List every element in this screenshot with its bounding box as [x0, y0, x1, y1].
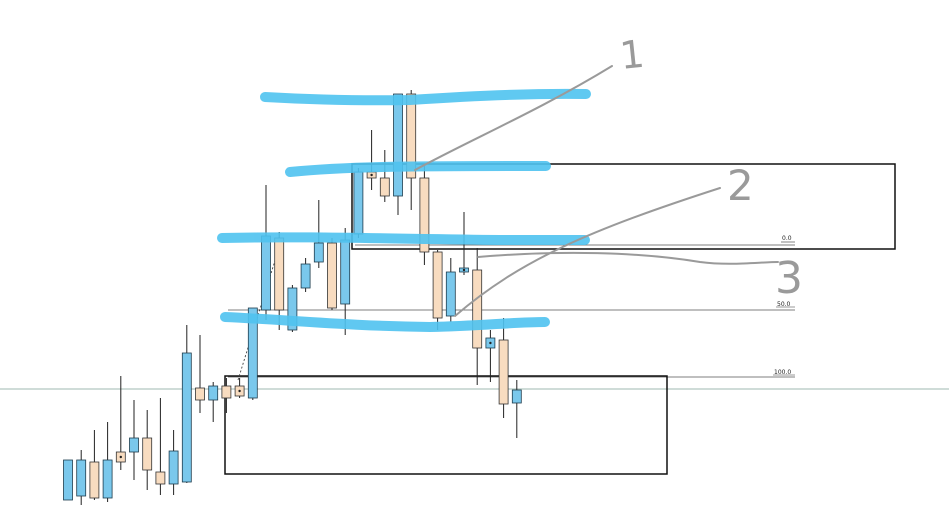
highlight-stroke-2	[285, 161, 551, 177]
candle-body	[247, 307, 258, 399]
candle-body	[274, 237, 285, 311]
candle-body	[155, 471, 166, 485]
highlight-stroke-4	[220, 312, 550, 333]
candle-body	[168, 450, 179, 485]
candle-body	[89, 461, 100, 499]
annotation-line-1	[414, 65, 613, 171]
candle-body	[221, 385, 232, 399]
candle-dot	[462, 268, 466, 272]
candle-dot	[370, 173, 373, 177]
annotation-number-1: 1	[618, 32, 647, 78]
candle-body	[327, 242, 337, 309]
candle-body	[432, 251, 443, 319]
candle-body	[313, 242, 324, 263]
annotation-lines	[414, 65, 779, 317]
candle-body	[261, 235, 271, 311]
dotted-trendline	[237, 237, 283, 381]
annotation-line-2	[454, 187, 721, 317]
candle-body	[419, 177, 430, 253]
candle-body	[76, 459, 87, 497]
annotation-line-3	[477, 251, 779, 265]
candle-body	[472, 269, 483, 349]
candle-body	[208, 385, 219, 401]
candle-body	[195, 387, 205, 401]
candle-body	[102, 459, 113, 499]
highlight-stroke-3	[217, 232, 590, 246]
candle-body	[511, 389, 522, 404]
candle-body	[181, 352, 192, 483]
candle-dot	[238, 389, 241, 393]
annotation-number-2: 2	[727, 161, 754, 210]
candle-body	[445, 271, 456, 317]
candles-group	[63, 90, 522, 505]
candle-body	[300, 263, 311, 289]
fib-label-100: 100.0	[774, 369, 791, 376]
fib-label-0: 0.0	[782, 235, 792, 242]
candle-dot	[489, 341, 492, 345]
highlight-stroke-1	[260, 88, 591, 106]
candle-body	[353, 171, 364, 235]
fib-label-50: 50.0	[777, 301, 791, 308]
zone-lower-box	[224, 375, 668, 475]
candle-body	[393, 93, 403, 197]
annotation-number-3: 3	[775, 253, 803, 304]
candle-body	[340, 239, 351, 305]
candle-body	[287, 287, 298, 331]
candle-body	[142, 437, 153, 471]
candle-body	[406, 93, 417, 179]
highlight-strokes	[217, 88, 591, 333]
candle-dot	[119, 455, 123, 459]
zone-upper-box	[351, 163, 896, 250]
candle-body	[129, 437, 139, 453]
candle-body	[498, 339, 509, 405]
candle-body	[63, 459, 73, 501]
candle-body	[379, 177, 390, 197]
